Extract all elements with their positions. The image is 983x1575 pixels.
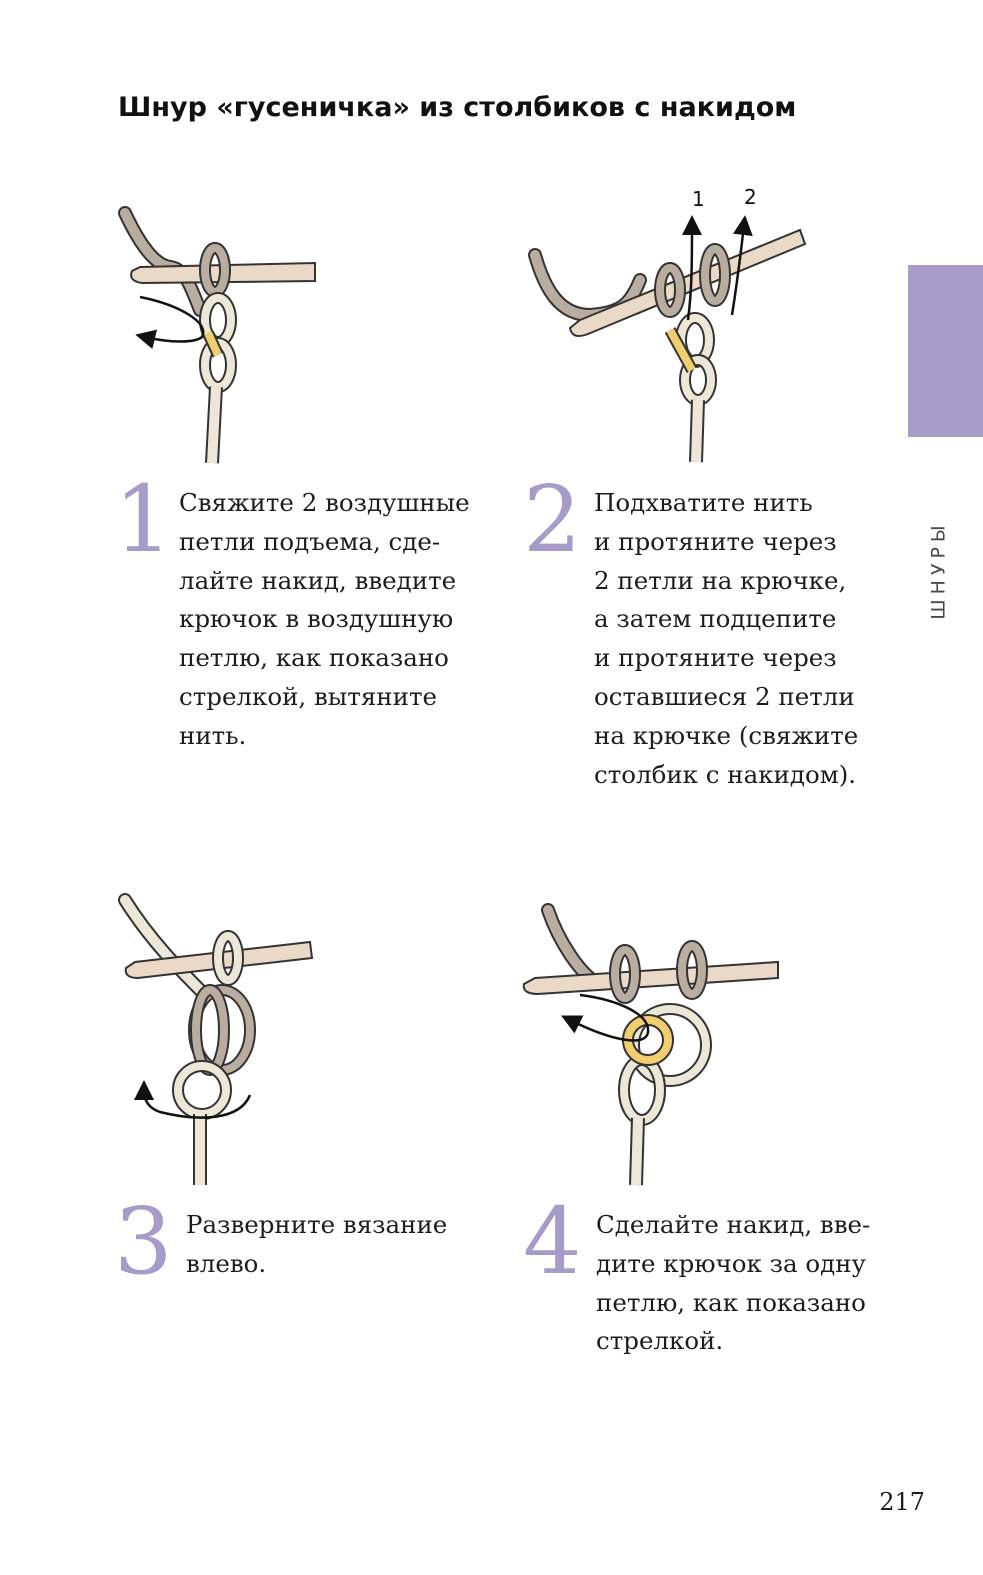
section-tab [908,265,983,437]
section-label: ШНУРЫ [926,520,952,620]
step-4-illustration [522,903,779,1186]
step-1-text: Свяжите 2 воздушные петли подъема, сде- … [179,488,470,750]
page-title: Шнур «гусеничка» из столбиков с накидом [118,92,797,123]
step-3-text: Разверните вязание влево. [186,1210,448,1278]
step-4-text: Сделайте накид, вве- дите крючок за одну… [596,1210,871,1356]
arrow-label-1: 1 [692,187,705,211]
section-label-text: ШНУРЫ [928,520,950,620]
step-3-illustration [118,893,314,1185]
step-4-number: 4 [523,1188,582,1295]
step-2-text: Подхватите нить и протяните через 2 петл… [594,488,859,789]
step-1-number: 1 [114,466,173,573]
step-2-illustration: 1 2 [528,185,807,463]
step-3-number: 3 [114,1188,173,1295]
step-2-number: 2 [523,466,582,573]
step-1-illustration [118,206,316,464]
arrow-label-2: 2 [744,185,757,209]
page-number: 217 [879,1488,925,1516]
